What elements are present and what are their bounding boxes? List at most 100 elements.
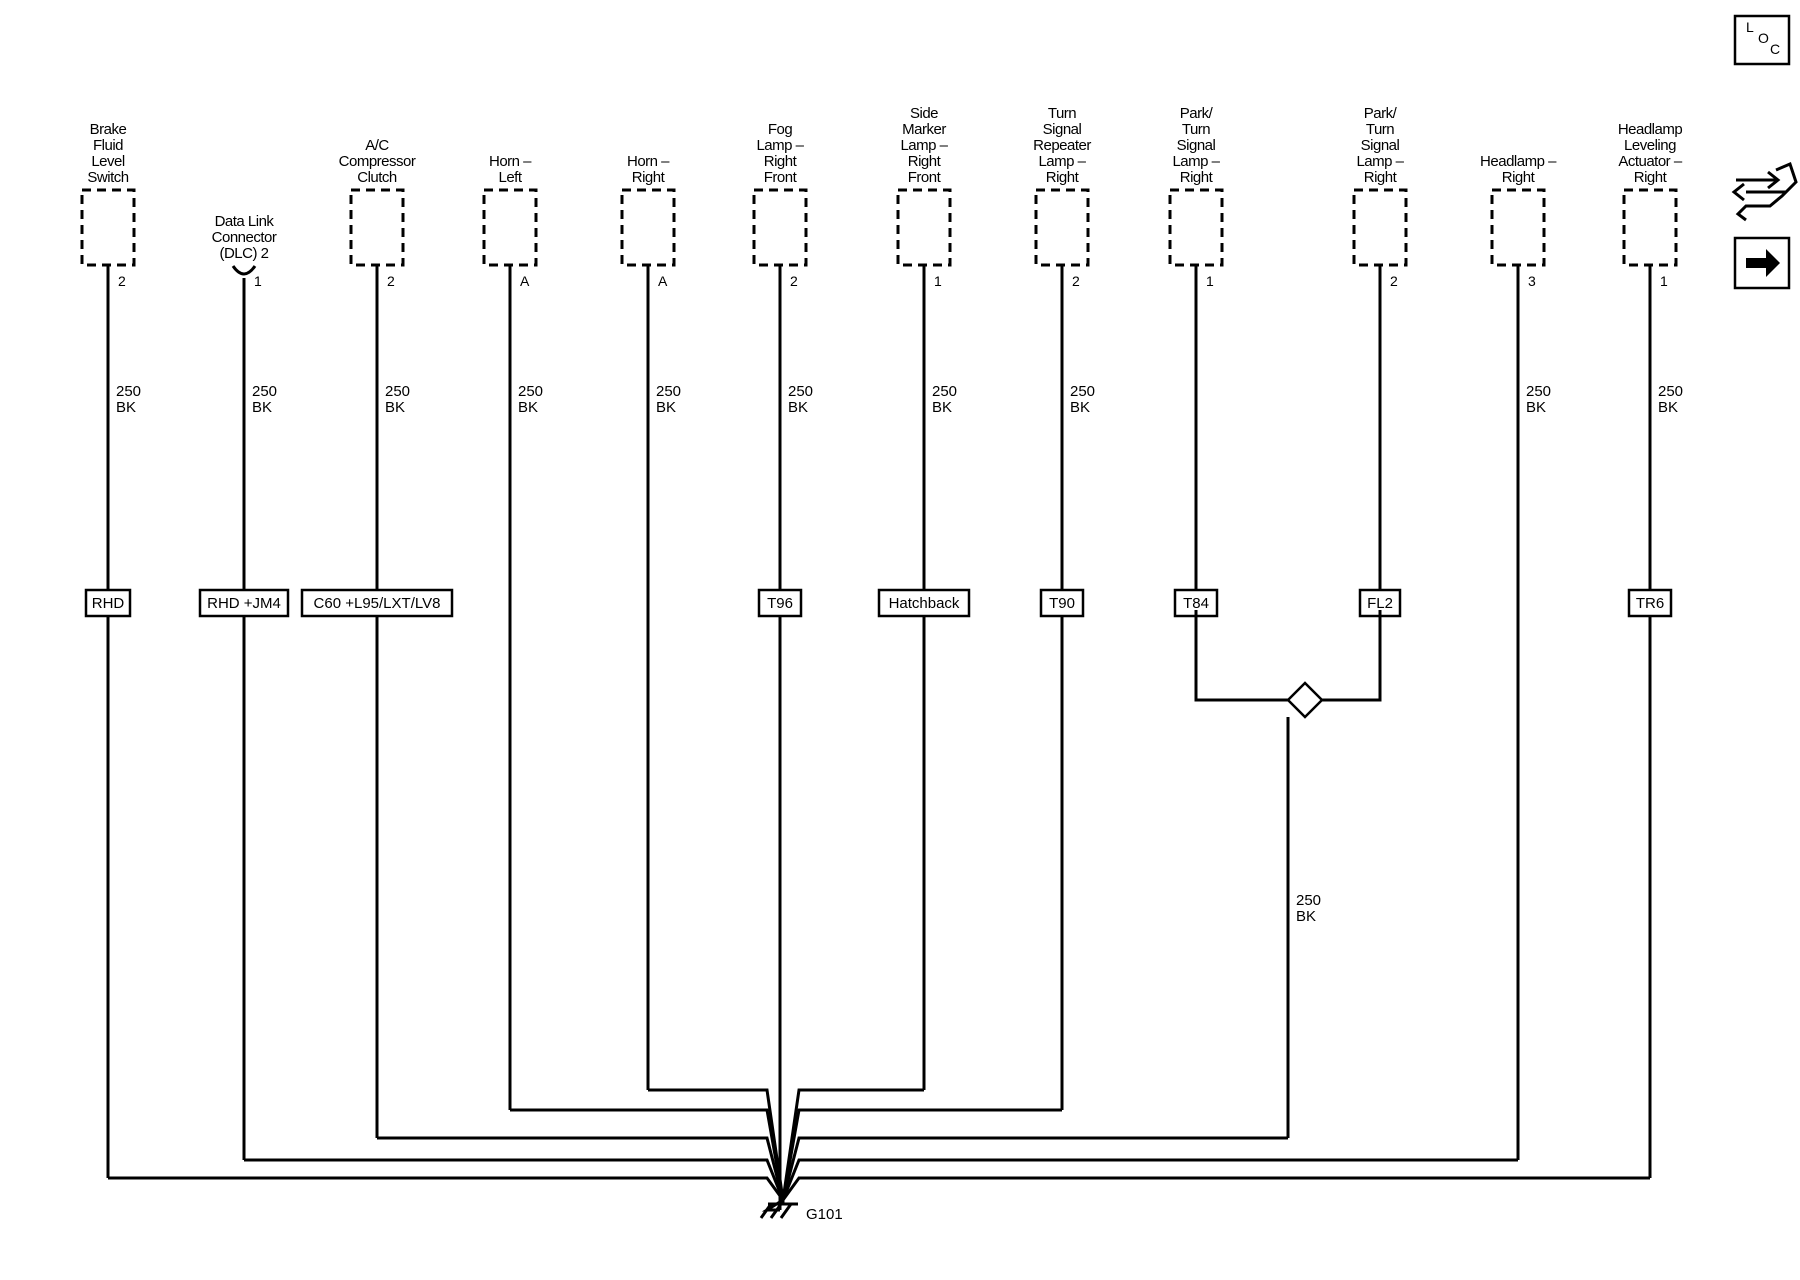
- wire-color: BK: [1070, 399, 1090, 416]
- pin-label: 2: [387, 273, 395, 289]
- connector-arrow-tail: [1731, 182, 1745, 202]
- ground-return-wire: [781, 1176, 1650, 1201]
- wire-gauge: 250: [116, 383, 141, 400]
- component-name-line: Clutch: [357, 169, 397, 186]
- arrow-right-icon: [1746, 249, 1780, 277]
- wire-gauge: 250: [252, 383, 277, 400]
- component-name-line: Level: [91, 153, 125, 170]
- component-name-line: Lamp –: [1172, 153, 1220, 170]
- component-name-line: Switch: [87, 169, 128, 186]
- connector-box: [1168, 188, 1224, 267]
- loc-icon[interactable]: [1733, 14, 1791, 66]
- component-name-line: Right: [1364, 169, 1398, 186]
- component-name-line: Park/: [1364, 105, 1398, 122]
- connector-box: [1034, 188, 1090, 267]
- option-label: RHD: [92, 595, 125, 612]
- component-name-line: Brake: [90, 121, 127, 138]
- wire-color: BK: [656, 399, 676, 416]
- connector-box: [752, 188, 808, 267]
- wire-gauge: 250: [518, 383, 543, 400]
- component-name-line: Actuator –: [1618, 153, 1683, 170]
- pin-label: 1: [934, 273, 942, 289]
- wire-gauge: 250: [788, 383, 813, 400]
- wire-gauge: 250: [932, 383, 957, 400]
- ground-return-wire: [648, 1088, 785, 1201]
- component-name-line: Side: [910, 105, 938, 122]
- component-name-line: Right: [632, 169, 666, 186]
- harness-connector-icon[interactable]: [1731, 161, 1798, 222]
- option-label: T96: [767, 595, 793, 612]
- component-name-line: Horn –: [489, 153, 532, 170]
- option-label: Hatchback: [889, 595, 960, 612]
- connector-arrow-head: [1767, 170, 1781, 190]
- component-name-line: Right: [908, 153, 942, 170]
- wire-color: BK: [385, 399, 405, 416]
- component-name-line: Leveling: [1624, 137, 1676, 154]
- connector-box: [620, 188, 676, 267]
- component-name-line: Fluid: [93, 137, 123, 154]
- wire-gauge: 250: [1658, 383, 1683, 400]
- component-name-line: Signal: [1043, 121, 1082, 138]
- connector-box: [482, 188, 538, 267]
- pin-label: 2: [1072, 273, 1080, 289]
- option-label: FL2: [1367, 595, 1393, 612]
- splice-wire-color: BK: [1296, 908, 1316, 925]
- ground-hash-2: [769, 1203, 783, 1219]
- loc-letter-c: C: [1770, 41, 1780, 57]
- wire-gauge: 250: [385, 383, 410, 400]
- pin-label: 1: [254, 273, 262, 289]
- ground-g101: G101: [759, 1202, 843, 1223]
- splice-wire-gauge: 250: [1296, 892, 1321, 909]
- wire-gauge: 250: [1070, 383, 1095, 400]
- wire-color: BK: [788, 399, 808, 416]
- ground-return-wire: [781, 1158, 1518, 1201]
- connector-box: [1490, 188, 1546, 267]
- component-name-line: (DLC) 2: [219, 245, 268, 262]
- wire-color: BK: [932, 399, 952, 416]
- component-name-line: Data Link: [215, 213, 275, 230]
- pin-label: 2: [790, 273, 798, 289]
- splice: 250 BK: [1194, 610, 1382, 1138]
- component-name-line: Right: [1502, 169, 1536, 186]
- pin-label: 1: [1206, 273, 1214, 289]
- wire-color: BK: [518, 399, 538, 416]
- option-label: TR6: [1636, 595, 1664, 612]
- connector-box: [80, 188, 136, 267]
- wire-color: BK: [116, 399, 136, 416]
- component-name-line: Signal: [1177, 137, 1216, 154]
- ground-return-wire: [781, 1108, 1062, 1201]
- component-name-line: Lamp –: [1038, 153, 1086, 170]
- dlc-connector-symbol: [231, 265, 257, 276]
- component-name-line: Front: [764, 169, 798, 186]
- wire-layer: [106, 265, 1652, 1212]
- connector-box: [349, 188, 405, 267]
- connector-box: [1352, 188, 1408, 267]
- splice-diamond: [1286, 681, 1324, 719]
- option-label: T90: [1049, 595, 1075, 612]
- next-page-button[interactable]: [1733, 236, 1791, 290]
- pin-label: A: [658, 273, 668, 289]
- component-name-line: Lamp –: [756, 137, 804, 154]
- component-name-line: Right: [1180, 169, 1214, 186]
- option-box: [300, 588, 454, 618]
- component-name-line: Headlamp –: [1480, 153, 1557, 170]
- component-name-line: Park/: [1180, 105, 1214, 122]
- ground-return-wire: [781, 1136, 1288, 1201]
- pin-label: 3: [1528, 273, 1536, 289]
- component-name-line: Repeater: [1033, 137, 1091, 154]
- pin-label: 1: [1660, 273, 1668, 289]
- loc-button[interactable]: L O C: [1733, 14, 1791, 66]
- component-name-line: Lamp –: [1356, 153, 1404, 170]
- component-name-line: Front: [908, 169, 942, 186]
- wire-color: BK: [1526, 399, 1546, 416]
- component-name-line: Right: [1046, 169, 1080, 186]
